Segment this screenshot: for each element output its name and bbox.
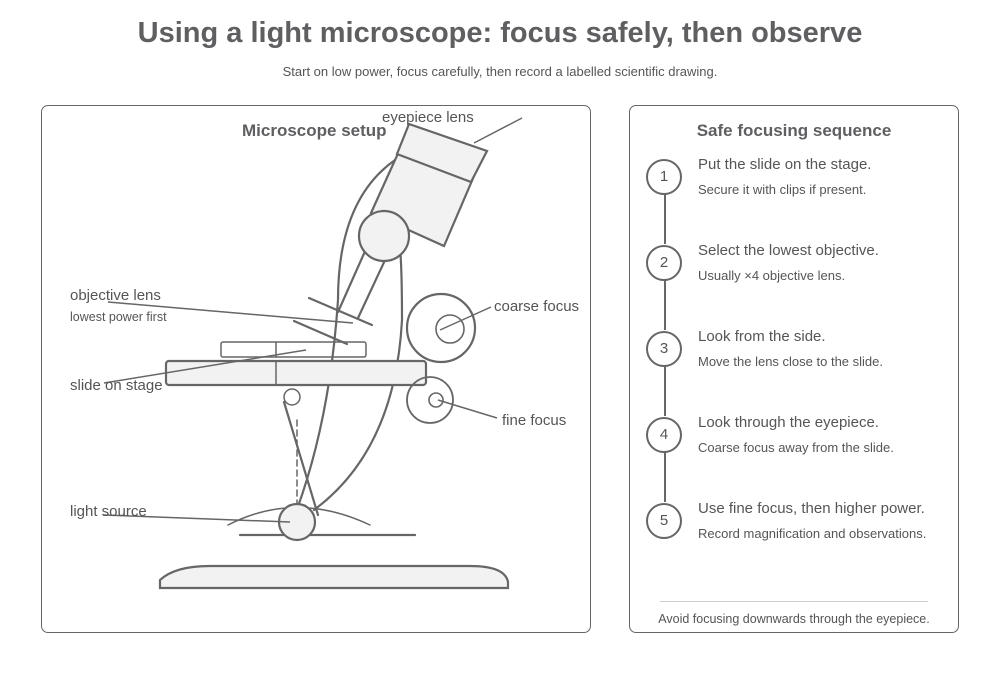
glass-slide bbox=[220, 341, 367, 358]
objective-lens-upper bbox=[307, 296, 374, 327]
slide-label: slide on stage bbox=[70, 377, 163, 394]
step-instruction: Look through the eyepiece. bbox=[698, 414, 879, 431]
microscope-diagram: Microscope setup eyepiece lens objective… bbox=[70, 109, 579, 590]
objective-note: lowest power first bbox=[70, 310, 167, 324]
step-5: 5 Use fine focus, then higher power. Rec… bbox=[646, 500, 956, 553]
fine-focus-knob bbox=[406, 376, 454, 424]
step-detail: Record magnification and observations. bbox=[698, 526, 927, 541]
light-source-label: light source bbox=[70, 503, 147, 520]
step-1: 1 Put the slide on the stage. Secure it … bbox=[646, 156, 956, 209]
microscope-setup-panel: Microscope setup eyepiece lens objective… bbox=[41, 105, 591, 633]
eyepiece-leader bbox=[473, 117, 523, 144]
step-number: 2 bbox=[646, 245, 682, 281]
step-number: 3 bbox=[646, 331, 682, 367]
step-number: 5 bbox=[646, 503, 682, 539]
microscope-base bbox=[158, 564, 510, 590]
slide-leader bbox=[103, 349, 307, 384]
condenser-knob bbox=[283, 388, 301, 406]
light-leader bbox=[102, 514, 291, 523]
stand-stem bbox=[282, 400, 320, 517]
step-instruction: Look from the side. bbox=[698, 328, 826, 345]
setup-title: Microscope setup bbox=[242, 121, 387, 140]
microscope-eyepiece bbox=[395, 122, 489, 184]
objective-leader bbox=[107, 301, 354, 324]
coarse-focus-inner bbox=[435, 314, 465, 344]
objective-lens-lower bbox=[292, 319, 349, 346]
step-detail: Usually ×4 objective lens. bbox=[698, 268, 846, 283]
body-tube-right bbox=[356, 256, 388, 320]
objective-label: objective lens bbox=[70, 287, 161, 304]
step-number: 1 bbox=[646, 159, 682, 195]
step-2: 2 Select the lowest objective. Usually ×… bbox=[646, 242, 956, 295]
step-detail: Secure it with clips if present. bbox=[698, 182, 867, 197]
step-number: 4 bbox=[646, 417, 682, 453]
sequence-title: Safe focusing sequence bbox=[696, 121, 892, 140]
step-detail: Coarse focus away from the slide. bbox=[698, 440, 894, 455]
step-instruction: Use fine focus, then higher power. bbox=[698, 500, 925, 517]
step-connector bbox=[664, 366, 666, 416]
coarse-focus-knob bbox=[405, 292, 477, 364]
page-title: Using a light microscope: focus safely, … bbox=[137, 17, 863, 49]
safety-note: Avoid focusing downwards through the eye… bbox=[658, 612, 930, 626]
step-detail: Move the lens close to the slide. bbox=[698, 354, 883, 369]
step-connector bbox=[664, 194, 666, 244]
step-connector bbox=[664, 280, 666, 330]
step-instruction: Select the lowest objective. bbox=[698, 242, 879, 259]
footer-divider bbox=[660, 601, 928, 602]
coarse-focus-label: coarse focus bbox=[494, 298, 579, 315]
step-instruction: Put the slide on the stage. bbox=[698, 156, 872, 173]
eyepiece-label: eyepiece lens bbox=[382, 109, 474, 126]
microscope-stage bbox=[164, 359, 428, 387]
coarse-leader bbox=[439, 306, 492, 331]
fine-focus-inner bbox=[428, 392, 444, 408]
page-subtitle: Start on low power, focus carefully, the… bbox=[282, 64, 718, 79]
step-connector bbox=[664, 452, 666, 502]
focusing-sequence-panel: Safe focusing sequence 1 Put the slide o… bbox=[629, 105, 959, 633]
step-3: 3 Look from the side. Move the lens clos… bbox=[646, 328, 956, 381]
step-4: 4 Look through the eyepiece. Coarse focu… bbox=[646, 414, 956, 467]
fine-focus-label: fine focus bbox=[502, 412, 566, 429]
fine-leader bbox=[437, 399, 498, 419]
revolving-joint bbox=[357, 209, 411, 263]
microscope-arm-front bbox=[294, 158, 397, 514]
